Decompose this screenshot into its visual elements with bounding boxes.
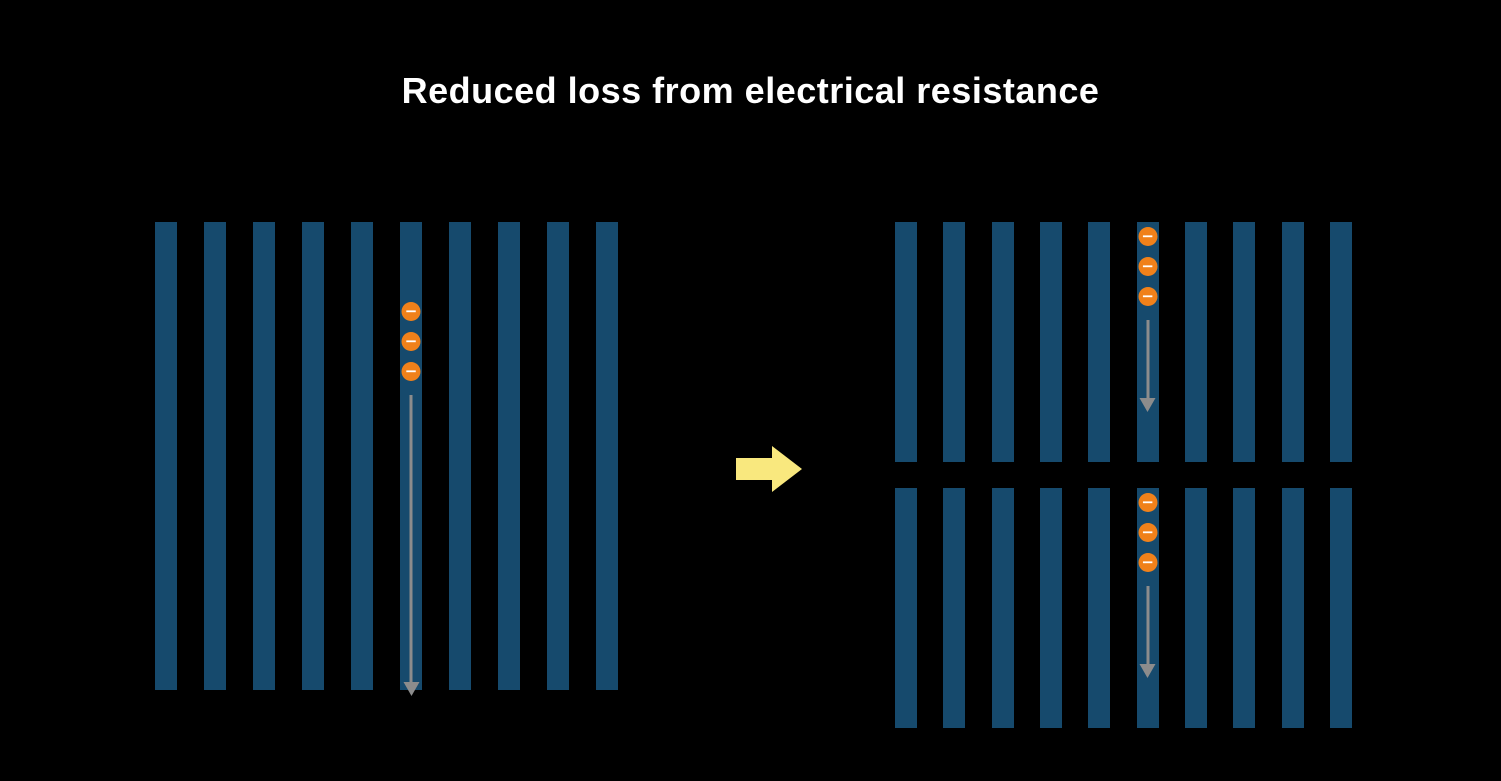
diagram-title: Reduced loss from electrical resistance — [401, 70, 1100, 111]
cell-finger-bar — [351, 222, 373, 690]
cell-finger-bar — [1039, 488, 1062, 728]
cell-finger-bar — [204, 222, 226, 690]
cell-finger-bar — [1039, 222, 1062, 462]
finger-bars — [895, 222, 1352, 462]
flow-arrow-shaft — [1146, 586, 1150, 664]
electron-flow: − − − — [1138, 493, 1158, 678]
cell-finger-bar — [596, 222, 618, 690]
flow-arrow-shaft — [1146, 320, 1150, 398]
cell-finger-bar — [155, 222, 177, 690]
transition-right-arrow-icon — [736, 446, 802, 492]
finger-bars — [895, 488, 1352, 728]
electron-flow: − − − — [1138, 227, 1158, 412]
cell-finger-bar — [253, 222, 275, 690]
electron-icon: − — [401, 332, 421, 351]
electron-icon: − — [1138, 523, 1158, 542]
cell-finger-bar — [1281, 488, 1304, 728]
cell-finger-bar — [895, 488, 917, 728]
cell-finger-bar — [991, 488, 1014, 728]
flow-arrow-down-icon — [1139, 664, 1156, 678]
electron-icon: − — [1138, 227, 1158, 246]
cell-finger-bar — [1329, 222, 1352, 462]
cell-finger-bar — [498, 222, 520, 690]
cell-finger-bar — [1329, 488, 1352, 728]
electron-group: − − − — [401, 302, 421, 392]
panel-full-cell: − − − — [155, 222, 618, 696]
cell-finger-bar — [991, 222, 1014, 462]
transition-arrow-head — [772, 446, 802, 492]
electron-icon: − — [401, 302, 421, 321]
panel-half-cell-top: − − − — [895, 222, 1352, 462]
transition-arrow-shaft — [736, 458, 772, 480]
electron-icon: − — [1138, 493, 1158, 512]
flow-arrow-shaft — [409, 395, 413, 682]
cell-finger-bar — [1184, 222, 1207, 462]
electron-icon: − — [401, 362, 421, 381]
panel-half-cell-bottom: − − − — [895, 488, 1352, 728]
flow-arrow-down-icon — [1139, 398, 1156, 412]
electron-icon: − — [1138, 257, 1158, 276]
cell-finger-bar — [1088, 222, 1111, 462]
cell-finger-bar — [449, 222, 471, 690]
cell-finger-bar — [895, 222, 917, 462]
electron-icon: − — [1138, 553, 1158, 572]
finger-bars — [155, 222, 618, 690]
electron-icon: − — [1138, 287, 1158, 306]
cell-finger-bar — [1233, 222, 1256, 462]
cell-finger-bar — [1281, 222, 1304, 462]
electron-flow: − − − — [401, 302, 421, 696]
electron-group: − − − — [1138, 493, 1158, 583]
cell-finger-bar — [1233, 488, 1256, 728]
cell-finger-bar — [302, 222, 324, 690]
cell-finger-bar — [943, 488, 966, 728]
cell-finger-bar — [1088, 488, 1111, 728]
cell-finger-bar — [1184, 488, 1207, 728]
cell-finger-bar — [547, 222, 569, 690]
flow-arrow-down-icon — [403, 682, 420, 696]
electron-group: − − − — [1138, 227, 1158, 317]
cell-finger-bar — [943, 222, 966, 462]
